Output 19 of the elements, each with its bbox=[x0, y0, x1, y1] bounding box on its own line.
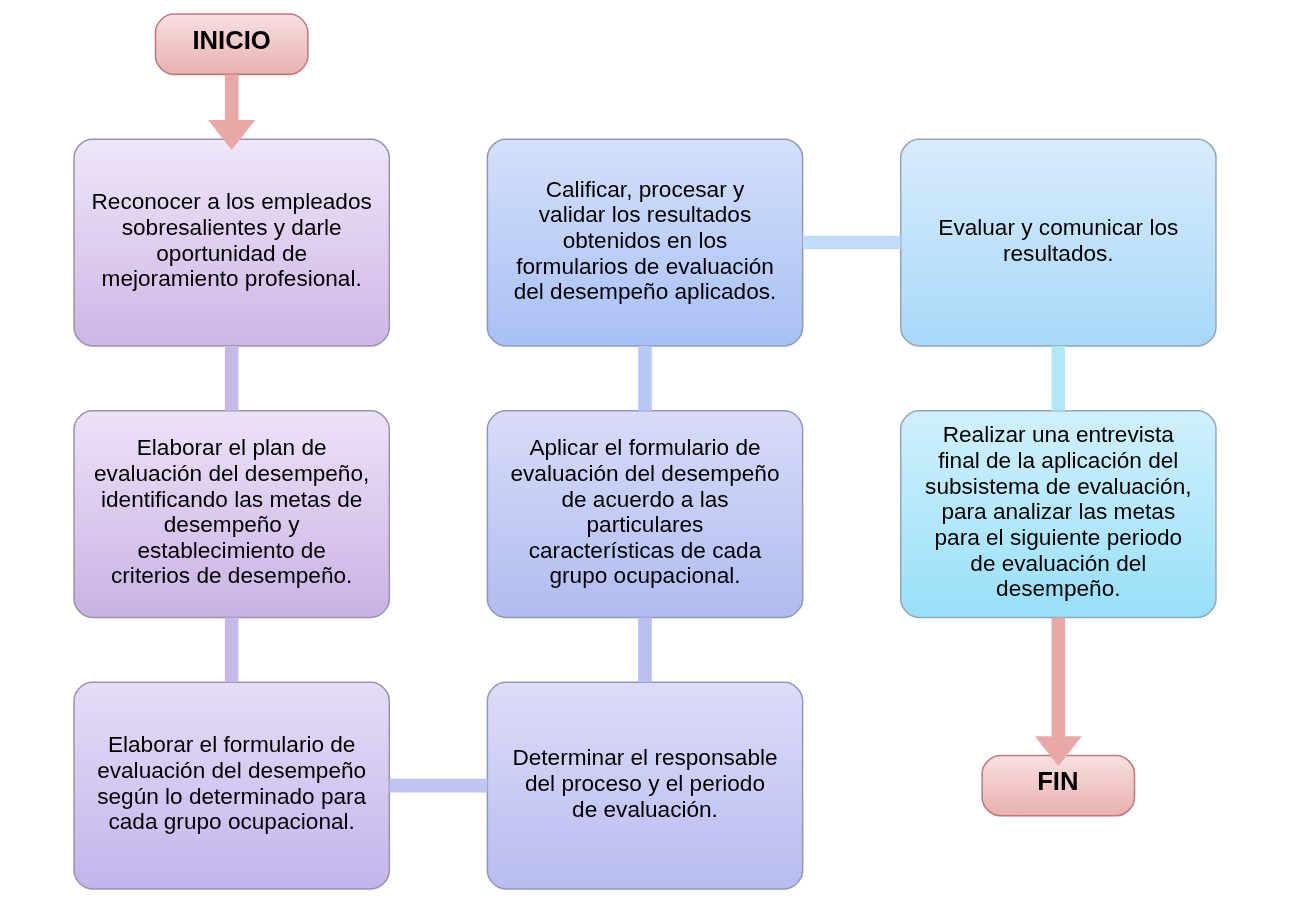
arrow bbox=[208, 74, 256, 150]
node-box: Realizar una entrevista final de la aplicación del subsistema de evaluación, para analizar las metas para el siguiente periodo de evaluación del desempeño. bbox=[899, 410, 1217, 619]
connector bbox=[802, 235, 901, 250]
node-box: Evaluar y comunicar los resultados. bbox=[899, 138, 1217, 347]
connector bbox=[389, 778, 488, 793]
node-box: INICIO bbox=[154, 13, 309, 76]
connector bbox=[638, 617, 652, 683]
node-box: Determinar el responsable del proceso y el periodo de evaluación. bbox=[486, 681, 804, 890]
node-box: FIN bbox=[981, 754, 1136, 817]
node-box: Calificar, procesar y validar los resultados obtenidos en los formularios de evaluación del desempeño aplicados. bbox=[486, 138, 804, 347]
connector bbox=[224, 346, 239, 411]
node-box: Elaborar el plan de evaluación del desempeño, identificando las metas de desempeño y establecimiento de criterios de desempeño. bbox=[73, 410, 391, 619]
connector bbox=[224, 617, 239, 683]
node-box: Aplicar el formulario de evaluación del desempeño de acuerdo a las particulares características de cada grupo ocupacional. bbox=[486, 410, 804, 619]
node-box: Elaborar el formulario de evaluación del desempeño según lo determinado para cada grupo ocupacional. bbox=[73, 681, 391, 890]
arrow bbox=[1034, 617, 1082, 767]
node-box: Reconocer a los empleados sobresalientes y darle oportunidad de mejoramiento profesional. bbox=[73, 138, 391, 347]
connector bbox=[1051, 346, 1066, 411]
connector bbox=[638, 346, 652, 411]
